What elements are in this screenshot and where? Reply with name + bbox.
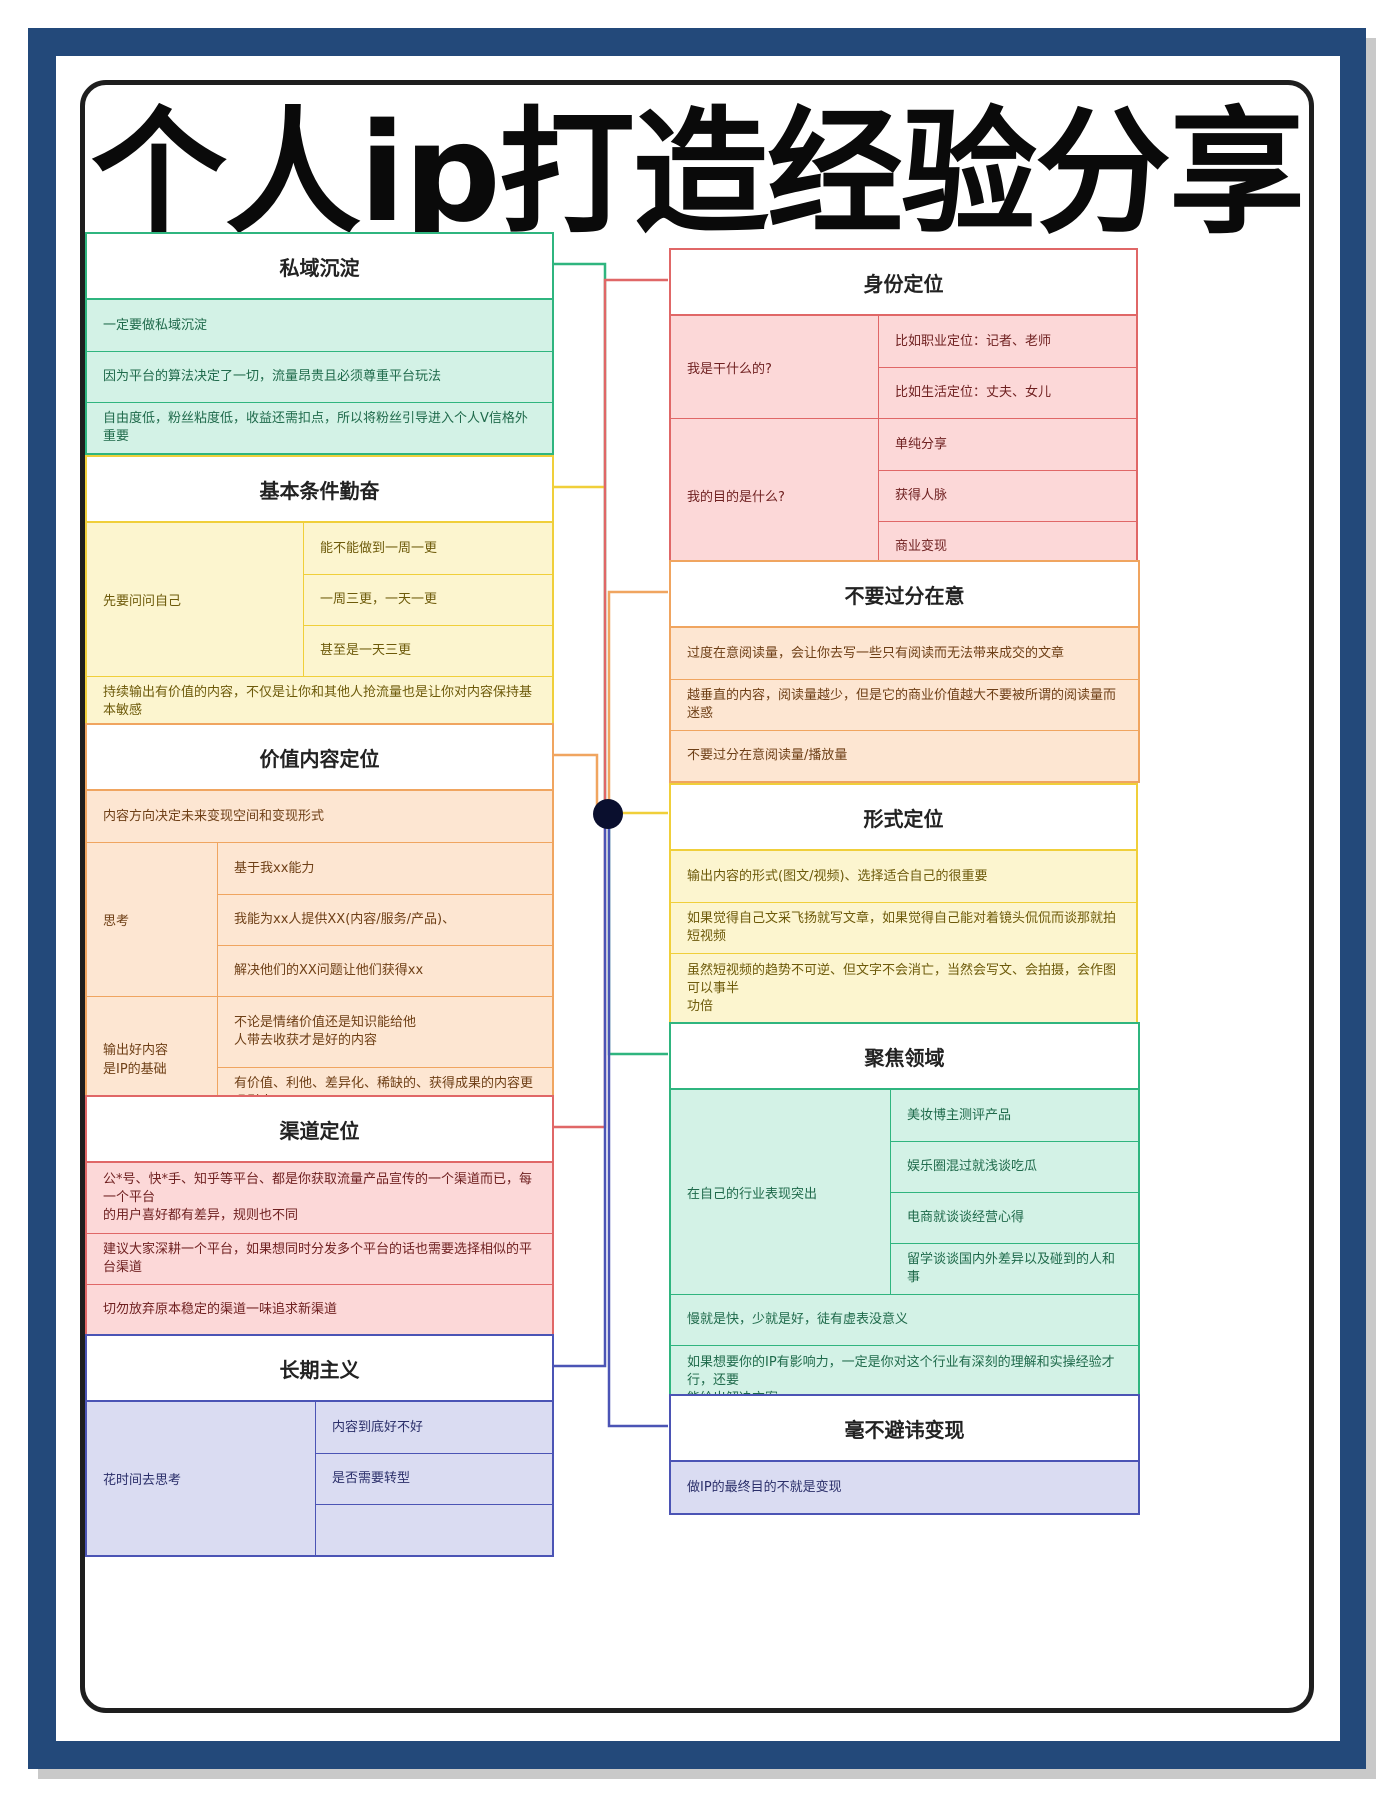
- card-title: 私域沉淀: [87, 234, 552, 300]
- card-diligence: 基本条件勤奋 先要问问自己 能不能做到一周一更 一周三更，一天一更 甚至是一天三…: [85, 455, 554, 729]
- list-item: 内容到底好不好: [332, 1419, 424, 1435]
- line-focus: [607, 813, 668, 1056]
- list-item: 是否需要转型: [316, 1453, 552, 1504]
- card-monetize: 毫不避讳变现 做IP的最终目的不就是变现: [669, 1394, 1140, 1515]
- list-item: 自由度低，粉丝粘度低，收益还需扣点，所以将粉丝引导进入个人V信格外重要: [87, 402, 552, 453]
- group-label: 在自己的行业表现突出: [671, 1090, 891, 1294]
- think-group: 花时间去思考 内容到底好不好 是否需要转型: [87, 1402, 552, 1555]
- list-item: 基于我xx能力: [234, 860, 315, 876]
- list-item: 留学谈谈国内外差异以及碰到的人和事: [891, 1243, 1138, 1294]
- list-item: 比如职业定位：记者、老师: [895, 333, 1052, 349]
- list-item-line: 功倍: [687, 998, 714, 1014]
- think-group: 思考 基于我xx能力 我能为xx人提供XX(内容/服务/产品)、 解决他们的XX…: [87, 842, 552, 996]
- list-item: 切勿放弃原本稳定的渠道一味追求新渠道: [87, 1284, 552, 1335]
- card-format: 形式定位 输出内容的形式(图文/视频)、选择适合自己的很重要 如果觉得自己文采飞…: [669, 783, 1138, 1025]
- list-item-line: 如果想要你的IP有影响力，一定是你对这个行业有深刻的理解和实操经验才行，还要: [687, 1354, 1115, 1388]
- list-item-line: 虽然短视频的趋势不可逆、但文字不会消亡，当然会写文、会拍摄，会作图可以事半: [687, 962, 1117, 996]
- list-item: [316, 1504, 552, 1555]
- list-item: 慢就是快，少就是好，徒有虚表没意义: [671, 1294, 1138, 1345]
- card-title: 渠道定位: [87, 1097, 552, 1163]
- question-group: 我的目的是什么? 单纯分享 获得人脉 商业变现: [671, 418, 1136, 572]
- list-item: 一定要做私域沉淀: [103, 317, 208, 333]
- card-title: 身份定位: [671, 250, 1136, 316]
- line-channel: [552, 813, 607, 1129]
- line-private: [552, 262, 607, 813]
- card-title: 聚焦领域: [671, 1024, 1138, 1090]
- list-item: 我能为xx人提供XX(内容/服务/产品)、: [218, 894, 552, 945]
- card-identity: 身份定位 我是干什么的? 比如职业定位：记者、老师 比如生活定位：丈夫、女儿 我…: [669, 248, 1138, 574]
- mindmap-board: 个人ip打造经验分享 私域沉淀 一定要做私域沉淀 因为平台的算法决定了一切，流量…: [80, 80, 1314, 1713]
- card-value-content: 价值内容定位 内容方向决定未来变现空间和变现形式 思考 基于我xx能力 我能为x…: [85, 723, 554, 1120]
- list-item: 越垂直的内容，阅读量越少，但是它的商业价值越大不要被所谓的阅读量而迷惑: [671, 679, 1138, 730]
- group-label: 我是干什么的?: [671, 316, 879, 418]
- group-label: 花时间去思考: [87, 1402, 316, 1555]
- group-label-line: 输出好内容: [103, 1042, 169, 1058]
- list-item: 不论是情绪价值还是知识能给他 人带去收获才是好的内容: [218, 997, 552, 1067]
- list-item: 内容方向决定未来变现空间和变现形式: [103, 808, 325, 824]
- list-item: 一周三更，一天一更: [304, 574, 552, 625]
- list-item: 公*号、快*手、知乎等平台、都是你获取流量产品宣传的一个渠道而已，每一个平台 的…: [87, 1163, 552, 1233]
- list-item: 虽然短视频的趋势不可逆、但文字不会消亡，当然会写文、会拍摄，会作图可以事半 功倍: [671, 953, 1136, 1023]
- list-item: 获得人脉: [879, 470, 1136, 521]
- group-label-line: 是IP的基础: [103, 1061, 167, 1077]
- line-monetize: [607, 813, 668, 1428]
- card-channel: 渠道定位 公*号、快*手、知乎等平台、都是你获取流量产品宣传的一个渠道而已，每一…: [85, 1095, 554, 1337]
- card-title: 长期主义: [87, 1336, 552, 1402]
- list-item-line: 的用户喜好都有差异，规则也不同: [103, 1208, 299, 1223]
- connector-lines: [552, 262, 668, 1428]
- hub-node: [593, 799, 623, 829]
- list-item: 输出内容的形式(图文/视频)、选择适合自己的很重要: [687, 868, 988, 884]
- list-item: 甚至是一天三更: [304, 625, 552, 676]
- line-longterm: [552, 813, 607, 1368]
- list-item: 因为平台的算法决定了一切，流量昂贵且必须尊重平台玩法: [87, 351, 552, 402]
- card-title: 毫不避讳变现: [671, 1396, 1138, 1462]
- question-group: 我是干什么的? 比如职业定位：记者、老师 比如生活定位：丈夫、女儿: [671, 316, 1136, 418]
- list-item: 美妆博主测评产品: [907, 1107, 1012, 1123]
- line-value: [552, 753, 599, 813]
- line-dontcare: [607, 590, 668, 813]
- list-item-line: 不论是情绪价值还是知识能给他: [234, 1015, 417, 1030]
- group-label: 思考: [87, 843, 218, 996]
- list-item: 解决他们的XX问题让他们获得xx: [218, 945, 552, 996]
- card-focus-field: 聚焦领域 在自己的行业表现突出 美妆博主测评产品 娱乐圈混过就浅谈吃瓜 电商就谈…: [669, 1022, 1140, 1417]
- card-title: 形式定位: [671, 785, 1136, 851]
- list-item: 单纯分享: [895, 436, 948, 452]
- group-label: 我的目的是什么?: [671, 419, 879, 572]
- list-item: 过度在意阅读量，会让你去写一些只有阅读而无法带来成交的文章: [687, 645, 1065, 661]
- group-label: 先要问问自己: [87, 523, 304, 676]
- card-title: 价值内容定位: [87, 725, 552, 791]
- list-item: 做IP的最终目的不就是变现: [687, 1479, 842, 1495]
- list-item: 不要过分在意阅读量/播放量: [671, 730, 1138, 781]
- card-private-domain: 私域沉淀 一定要做私域沉淀 因为平台的算法决定了一切，流量昂贵且必须尊重平台玩法…: [85, 232, 554, 455]
- card-dont-care: 不要过分在意 过度在意阅读量，会让你去写一些只有阅读而无法带来成交的文章 越垂直…: [669, 560, 1140, 783]
- page-title: 个人ip打造经验分享: [91, 95, 1305, 253]
- list-item-line: 人带去收获才是好的内容: [234, 1033, 378, 1048]
- list-item: 建议大家深耕一个平台，如果想同时分发多个平台的话也需要选择相似的平台渠道: [87, 1233, 552, 1284]
- card-long-term: 长期主义 花时间去思考 内容到底好不好 是否需要转型: [85, 1334, 554, 1557]
- field-group: 在自己的行业表现突出 美妆博主测评产品 娱乐圈混过就浅谈吃瓜 电商就谈谈经营心得…: [671, 1090, 1138, 1294]
- card-title: 不要过分在意: [671, 562, 1138, 628]
- question-group: 先要问问自己 能不能做到一周一更 一周三更，一天一更 甚至是一天三更: [87, 523, 552, 676]
- list-item: 电商就谈谈经营心得: [891, 1192, 1138, 1243]
- list-item: 娱乐圈混过就浅谈吃瓜: [891, 1141, 1138, 1192]
- list-item: 持续输出有价值的内容，不仅是让你和其他人抢流量也是让你对内容保持基本敏感: [87, 676, 552, 727]
- group-label: 输出好内容 是IP的基础: [87, 997, 218, 1118]
- list-item: 商业变现: [879, 521, 1136, 572]
- list-item-line: 公*号、快*手、知乎等平台、都是你获取流量产品宣传的一个渠道而已，每一个平台: [103, 1172, 533, 1205]
- output-group: 输出好内容 是IP的基础 不论是情绪价值还是知识能给他 人带去收获才是好的内容 …: [87, 996, 552, 1118]
- card-title: 基本条件勤奋: [87, 457, 552, 523]
- list-item: 如果觉得自己文采飞扬就写文章，如果觉得自己能对着镜头侃侃而谈那就拍短视频: [671, 902, 1136, 953]
- list-item: 比如生活定位：丈夫、女儿: [879, 367, 1136, 418]
- line-identity: [603, 278, 668, 813]
- list-item: 能不能做到一周一更: [320, 540, 438, 556]
